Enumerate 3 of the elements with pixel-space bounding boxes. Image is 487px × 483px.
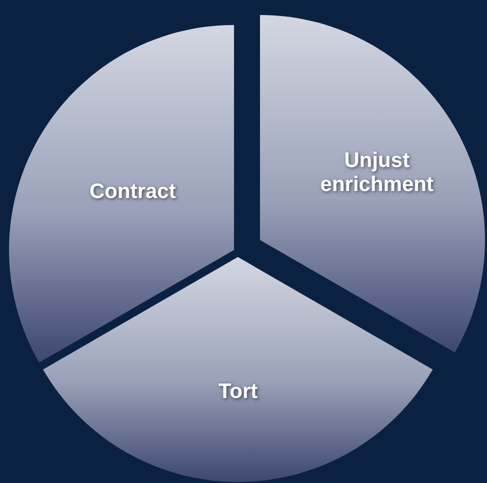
slice-label: Contract <box>88 180 177 204</box>
slice-label: Unjust enrichment <box>319 148 434 196</box>
slice-label: Tort <box>217 380 259 404</box>
